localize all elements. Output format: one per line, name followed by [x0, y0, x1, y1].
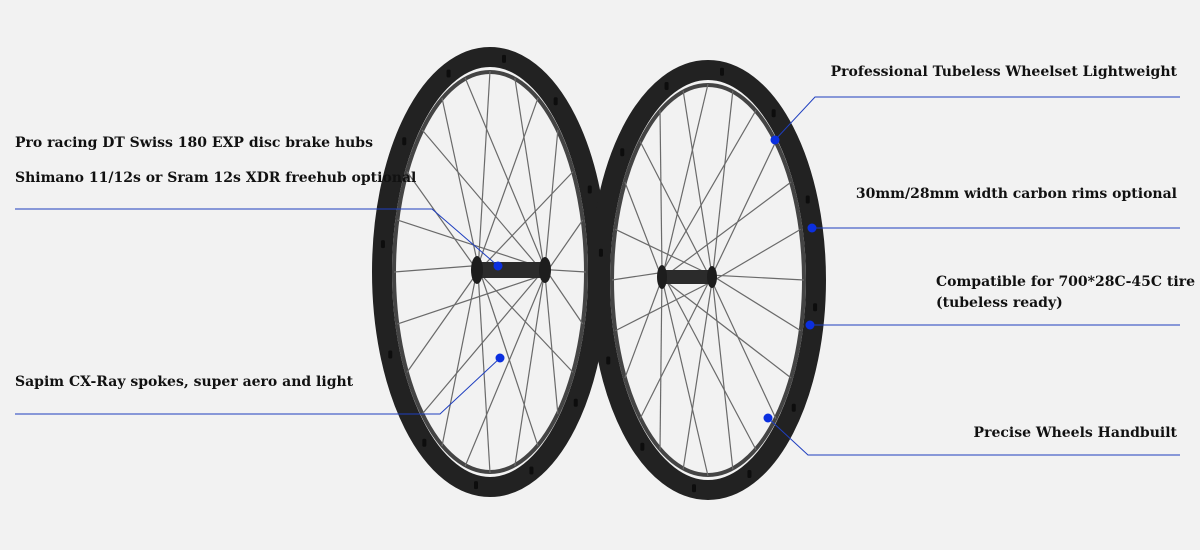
rim-hole [813, 303, 818, 312]
spoke [659, 272, 663, 450]
spoke [639, 141, 713, 282]
spoke [711, 141, 777, 276]
callout-handbuilt: Precise Wheels Handbuilt [973, 425, 1177, 441]
rim-hole [747, 469, 752, 478]
callout-tire-line1: Compatible for 700*28C-45C tire [936, 274, 1195, 290]
right-wheel [590, 60, 826, 500]
spoke [682, 90, 713, 276]
spoke [464, 274, 546, 467]
left-wheel [372, 47, 608, 497]
spoke [514, 77, 546, 275]
spoke [477, 171, 574, 272]
spoke [611, 271, 663, 281]
spoke [614, 280, 713, 332]
callout-spokes: Sapim CX-Ray spokes, super aero and ligh… [15, 374, 354, 390]
spoke [661, 109, 757, 273]
rim-hole [402, 137, 407, 146]
spoke [682, 281, 713, 470]
callout-tire-line2: (tubeless ready) [936, 295, 1063, 311]
spoke [661, 278, 792, 379]
rim-hole [620, 148, 625, 157]
spoke [464, 77, 546, 269]
spoke [711, 274, 802, 332]
rim-hole [664, 82, 669, 91]
rim-hole [380, 240, 385, 249]
spoke [661, 181, 792, 279]
rim-hole [446, 69, 451, 78]
rim-hole [720, 67, 725, 76]
rim-hole [805, 195, 810, 204]
spoke [615, 228, 713, 277]
spoke [659, 110, 663, 273]
spoke [661, 83, 709, 279]
spoke [624, 278, 663, 379]
left-rim-spoke-holes [380, 54, 600, 490]
callout-hubs: Pro racing DT Swiss 180 EXP disc brake h… [15, 135, 373, 151]
rim-hole [691, 484, 696, 493]
callout-dot-hubs [493, 261, 503, 271]
spoke [711, 228, 802, 283]
callout-line-hubs [15, 208, 499, 267]
rim-hole [529, 466, 534, 475]
spoke [477, 97, 539, 266]
right-wheel-spokes [611, 83, 805, 477]
rim-hole [422, 438, 427, 447]
spoke [544, 274, 559, 415]
rim-hole [791, 403, 796, 412]
spoke [406, 171, 479, 272]
spoke [441, 265, 479, 447]
spoke [393, 264, 479, 273]
spoke [477, 70, 491, 272]
callout-tubeless: Professional Tubeless Wheelset Lightweig… [830, 64, 1177, 80]
spoke [544, 219, 584, 275]
rim-hole [573, 398, 578, 407]
rim-hole [553, 97, 558, 106]
rim-hole [388, 350, 393, 359]
spoke [661, 272, 757, 451]
spoke [421, 129, 546, 275]
spoke [544, 268, 584, 325]
spoke [624, 181, 663, 279]
spoke [639, 275, 713, 419]
spoke [711, 281, 777, 419]
spoke [397, 273, 546, 325]
callout-lines [15, 96, 1180, 456]
left-wheel-spokes [393, 70, 587, 474]
spoke [477, 265, 539, 447]
callout-dot-rims [807, 223, 817, 233]
spoke [397, 219, 546, 270]
rim-hole [640, 442, 645, 451]
callout-dot-tubeless [770, 135, 780, 145]
spoke [514, 268, 546, 467]
spoke [711, 275, 734, 470]
spoke [406, 271, 479, 373]
right-rim-spoke-holes [598, 67, 818, 493]
callout-line-handbuilt [767, 417, 1180, 456]
callout-dot-handbuilt [763, 413, 773, 423]
callout-line-spokes [15, 357, 501, 415]
left-hub [471, 256, 551, 284]
callout-freehub: Shimano 11/12s or Sram 12s XDR freehub o… [15, 170, 417, 186]
spoke [661, 278, 709, 477]
spoke [544, 129, 559, 269]
spoke [421, 268, 546, 415]
rim-hole [771, 109, 776, 118]
rim-hole [598, 248, 603, 257]
rim-hole [473, 481, 478, 490]
spoke [441, 97, 479, 266]
callout-tire: Compatible for 700*28C-45C tire (tubeles… [936, 272, 1195, 314]
callout-dots [493, 135, 817, 423]
callout-line-tubeless [774, 96, 1180, 141]
spoke [711, 90, 734, 282]
callout-rims: 30mm/28mm width carbon rims optional [855, 186, 1177, 202]
right-hub [657, 265, 717, 289]
rim-hole [587, 185, 592, 194]
rim-hole [502, 54, 507, 63]
rim-hole [606, 356, 611, 365]
callout-dot-tire [805, 320, 815, 330]
callout-dot-spokes [495, 353, 505, 363]
